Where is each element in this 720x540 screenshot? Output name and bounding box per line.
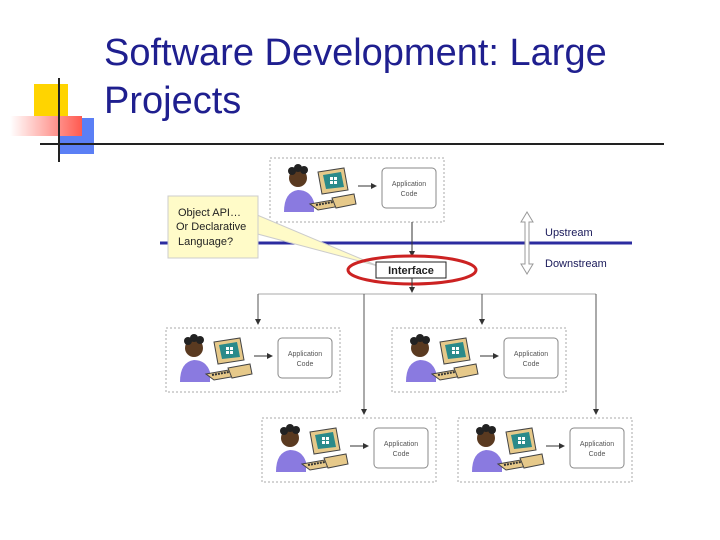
- app-code-label-1: Application: [392, 181, 426, 188]
- app-code-top: Application Code: [392, 181, 426, 198]
- workstation-bottom-right: [458, 418, 632, 482]
- app-code-label-2: Code: [393, 451, 410, 458]
- app-code-bottom-left: Application Code: [384, 441, 418, 458]
- interface-box: [375, 261, 447, 279]
- workstation-bottom-left: [262, 418, 436, 482]
- slide-title-line-2: Projects: [104, 80, 242, 122]
- app-code-label-2: Code: [523, 361, 540, 368]
- app-code-middle-right: Application Code: [514, 351, 548, 368]
- app-code-label-1: Application: [580, 441, 614, 448]
- downstream-label: Downstream: [545, 258, 607, 270]
- callout-line-3: Language?: [178, 236, 233, 248]
- callout-box: [167, 195, 259, 259]
- app-code-middle-left: Application Code: [288, 351, 322, 368]
- interface-label: Interface: [388, 265, 434, 277]
- workstation-top: [270, 158, 444, 222]
- upstream-label: Upstream: [545, 227, 593, 239]
- workstation-middle-left: [166, 328, 340, 392]
- app-code-bottom-right: Application Code: [580, 441, 614, 458]
- app-code-label-1: Application: [384, 441, 418, 448]
- app-code-label-2: Code: [589, 451, 606, 458]
- app-code-label-1: Application: [288, 351, 322, 358]
- app-code-label-1: Application: [514, 351, 548, 358]
- workstation-middle-right: [392, 328, 566, 392]
- app-code-label-2: Code: [401, 191, 418, 198]
- title-underline: [40, 143, 664, 145]
- app-code-label-2: Code: [297, 361, 314, 368]
- upstream-downstream-arrow: [520, 211, 534, 275]
- callout-line-1: Object API…: [178, 207, 241, 219]
- slide-title-line-1: Software Development: Large: [104, 32, 607, 74]
- callout-line-2: Or Declarative: [176, 221, 246, 233]
- deco-vertical-rule: [58, 78, 60, 162]
- deco-red-block: [10, 116, 82, 136]
